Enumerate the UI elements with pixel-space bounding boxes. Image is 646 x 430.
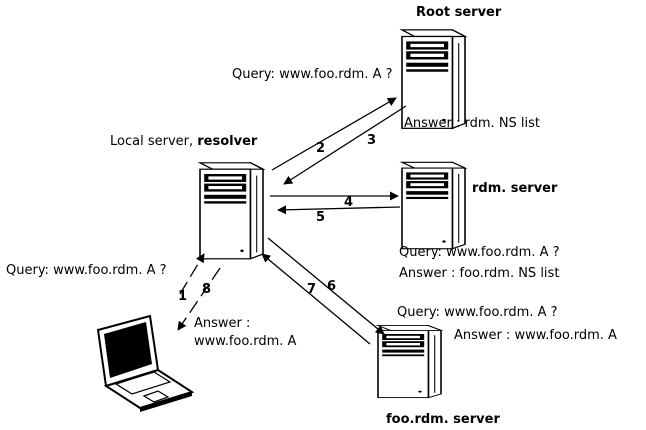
step-number-4: 4 <box>344 195 354 210</box>
local-resolver-server-icon <box>199 162 264 260</box>
foo-server-title: foo.rdm. server <box>386 412 500 427</box>
arrow-step-2 <box>271 97 397 171</box>
arrow-step-8 <box>177 267 221 331</box>
arrow-step-7 <box>261 253 371 345</box>
rdm-answer-label: Answer : foo.rdm. NS list <box>399 266 560 281</box>
arrow-step-1 <box>179 253 205 295</box>
rdm-server-title: rdm. server <box>472 181 558 196</box>
root-server-title: Root server <box>416 5 502 20</box>
root-answer-label: Answer : rdm. NS list <box>404 116 541 131</box>
step-number-2: 2 <box>316 141 326 156</box>
client-answer-line1: Answer : <box>194 316 251 331</box>
local-resolver-bold: resolver <box>197 134 258 149</box>
foo-query-label: Query: www.foo.rdm. A ? <box>397 305 558 320</box>
step-number-8: 8 <box>202 282 212 297</box>
client-query-label: Query: www.foo.rdm. A ? <box>6 263 167 278</box>
step-number-7: 7 <box>307 282 317 297</box>
rdm-server-icon <box>401 161 466 250</box>
step-number-1: 1 <box>178 289 188 304</box>
rdm-query-label: Query: www.foo.rdm. A ? <box>399 245 560 260</box>
root-server-icon <box>401 29 466 130</box>
local-resolver-prefix: Local server, <box>110 134 198 149</box>
step-number-6: 6 <box>327 279 337 294</box>
client-answer-line2: www.foo.rdm. A <box>194 334 297 349</box>
step-number-3: 3 <box>367 133 377 148</box>
step-number-5: 5 <box>316 210 326 225</box>
foo-rdm-server-icon <box>377 324 442 399</box>
arrow-step-6 <box>267 237 385 335</box>
arrow-step-5 <box>277 205 401 215</box>
arrow-step-3 <box>283 105 407 185</box>
local-resolver-title: Local server, resolver <box>110 134 257 150</box>
root-query-label: Query: www.foo.rdm. A ? <box>232 67 393 82</box>
laptop-icon <box>96 314 195 412</box>
foo-answer-label: Answer : www.foo.rdm. A <box>454 328 617 343</box>
